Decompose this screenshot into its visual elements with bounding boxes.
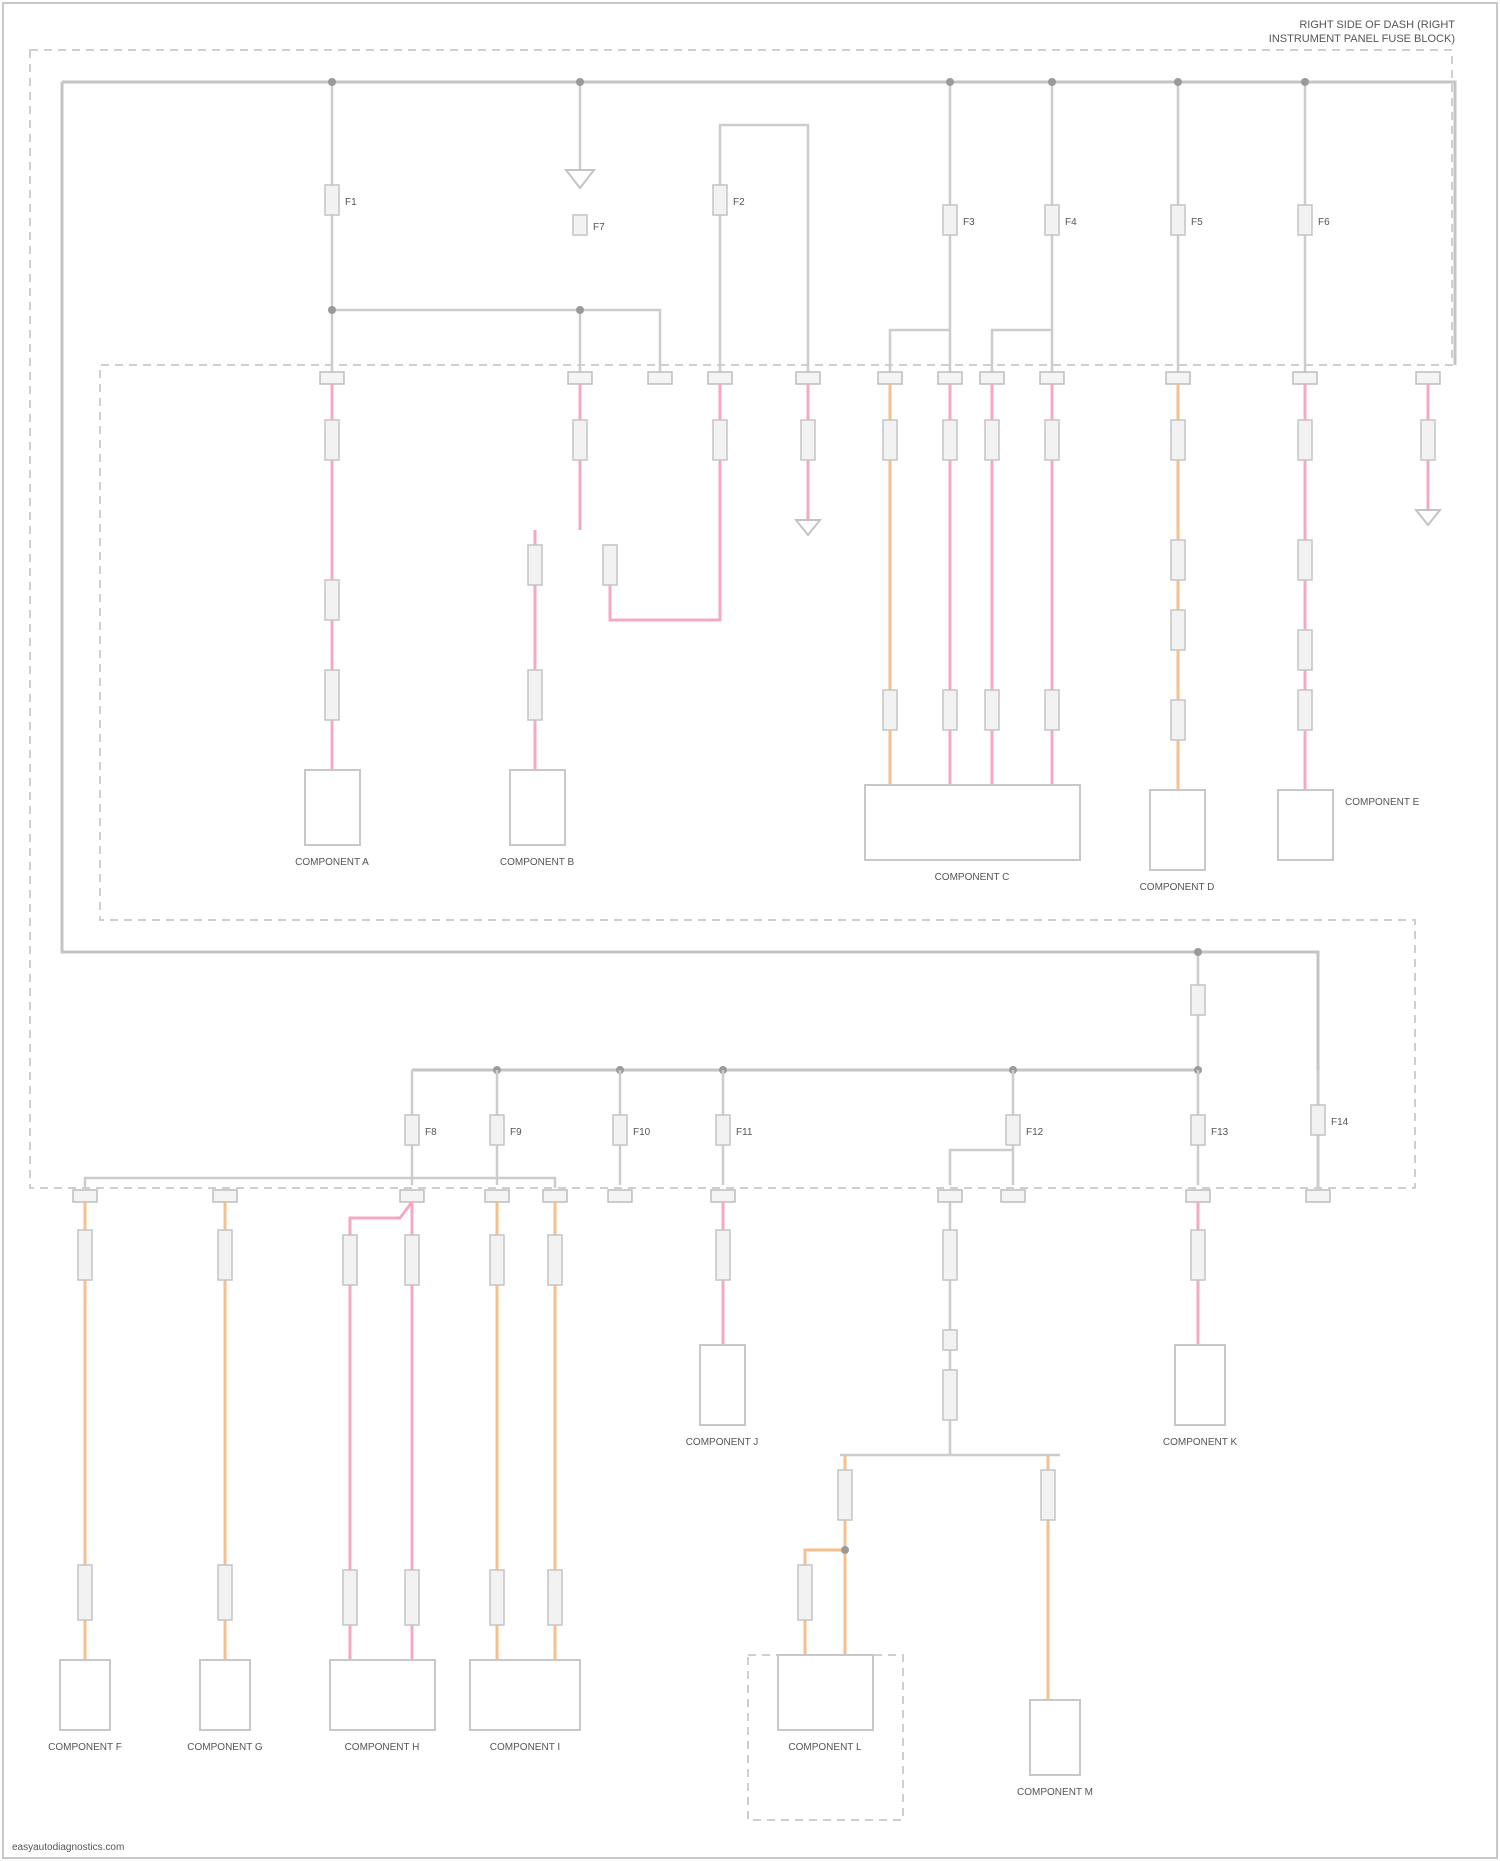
fuse-f9: F9 bbox=[490, 1115, 522, 1145]
component-d-box: COMPONENT D bbox=[1140, 790, 1215, 893]
fuse-f8: F8 bbox=[405, 1115, 437, 1145]
component-k-box: COMPONENT K bbox=[1163, 1345, 1238, 1448]
ground-symbol-808 bbox=[796, 520, 820, 535]
component-g-box: COMPONENT G bbox=[187, 1660, 263, 1753]
fuse-f4: F4 bbox=[1045, 205, 1077, 235]
fuse-block-dashed-outline bbox=[30, 50, 1452, 1188]
component-e-box: COMPONENT E bbox=[1278, 790, 1420, 860]
svg-text:F14: F14 bbox=[1331, 1117, 1349, 1128]
component-i-box: COMPONENT I bbox=[470, 1660, 580, 1753]
svg-text:COMPONENT A: COMPONENT A bbox=[295, 857, 369, 868]
top-component-boxes: COMPONENT A COMPONENT B COMPONENT C COMP… bbox=[295, 770, 1419, 893]
top-colored-wires bbox=[332, 384, 1428, 790]
svg-text:F9: F9 bbox=[510, 1127, 522, 1138]
svg-text:COMPONENT G: COMPONENT G bbox=[187, 1742, 263, 1753]
fuse-f12: F12 bbox=[1006, 1115, 1044, 1145]
fuse-f5: F5 bbox=[1171, 205, 1203, 235]
mid-fuse-symbol bbox=[1191, 985, 1205, 1015]
svg-text:COMPONENT K: COMPONENT K bbox=[1163, 1437, 1238, 1448]
component-c-box: COMPONENT C bbox=[865, 785, 1080, 883]
component-m-box: COMPONENT M bbox=[1017, 1700, 1093, 1798]
ground-symbol-1428 bbox=[1416, 510, 1440, 525]
fuse-f3: F3 bbox=[943, 205, 975, 235]
bottom-feeds bbox=[85, 1070, 1318, 1188]
fuse-f14: F14 bbox=[1311, 1105, 1349, 1135]
header-line-2: INSTRUMENT PANEL FUSE BLOCK) bbox=[1269, 33, 1455, 45]
svg-text:F13: F13 bbox=[1211, 1127, 1229, 1138]
bottom-inline-connectors bbox=[78, 1230, 1205, 1625]
component-h-box: COMPONENT H bbox=[330, 1660, 435, 1753]
svg-text:F5: F5 bbox=[1191, 217, 1203, 228]
component-a-box: COMPONENT A bbox=[295, 770, 369, 868]
svg-text:COMPONENT M: COMPONENT M bbox=[1017, 1787, 1093, 1798]
mid-bus-nodes bbox=[493, 948, 1202, 1074]
fuse-f10: F10 bbox=[613, 1115, 651, 1145]
fuse-f11: F11 bbox=[716, 1115, 753, 1145]
svg-text:F10: F10 bbox=[633, 1127, 651, 1138]
svg-text:F2: F2 bbox=[733, 197, 745, 208]
top-bus-nodes bbox=[328, 78, 1309, 314]
bottom-colored-wires bbox=[85, 1202, 1198, 1660]
footer-text: easyautodiagnostics.com bbox=[12, 1842, 124, 1853]
svg-text:F7: F7 bbox=[593, 222, 605, 233]
top-fuse-symbols: F1 F2 F3 F4 F5 F6 F7 bbox=[325, 185, 1330, 235]
svg-text:COMPONENT L: COMPONENT L bbox=[788, 1742, 862, 1753]
ground-symbol-top bbox=[566, 170, 594, 188]
bottom-connector-row bbox=[73, 1190, 1330, 1202]
svg-text:F3: F3 bbox=[963, 217, 975, 228]
top-feeds bbox=[332, 82, 1305, 375]
component-l-box: COMPONENT L bbox=[748, 1655, 903, 1820]
svg-text:COMPONENT I: COMPONENT I bbox=[490, 1742, 560, 1753]
top-connector-row bbox=[320, 372, 1440, 384]
svg-text:F11: F11 bbox=[736, 1127, 753, 1138]
fuse-f1: F1 bbox=[325, 185, 357, 215]
svg-text:COMPONENT J: COMPONENT J bbox=[686, 1437, 759, 1448]
svg-text:COMPONENT D: COMPONENT D bbox=[1140, 882, 1215, 893]
component-b-box: COMPONENT B bbox=[500, 770, 575, 868]
component-f-box: COMPONENT F bbox=[48, 1660, 122, 1753]
svg-text:COMPONENT F: COMPONENT F bbox=[48, 1742, 122, 1753]
splice-node bbox=[841, 1546, 849, 1554]
svg-text:F4: F4 bbox=[1065, 217, 1077, 228]
fuse-f6: F6 bbox=[1298, 205, 1330, 235]
fuse-f7: F7 bbox=[573, 215, 605, 235]
fuse-f13: F13 bbox=[1191, 1115, 1229, 1145]
header-line-1: RIGHT SIDE OF DASH (RIGHT bbox=[1299, 19, 1455, 31]
svg-text:F8: F8 bbox=[425, 1127, 437, 1138]
component-j-box: COMPONENT J bbox=[686, 1345, 759, 1448]
fuse-f2: F2 bbox=[713, 185, 745, 215]
svg-text:COMPONENT E: COMPONENT E bbox=[1345, 797, 1420, 808]
svg-text:COMPONENT H: COMPONENT H bbox=[345, 1742, 420, 1753]
svg-text:COMPONENT B: COMPONENT B bbox=[500, 857, 575, 868]
bottom-fuse-symbols: F8 F9 F10 F11 F12 F13 F14 bbox=[405, 1105, 1349, 1145]
svg-text:F6: F6 bbox=[1318, 217, 1330, 228]
svg-text:F12: F12 bbox=[1026, 1127, 1044, 1138]
svg-text:F1: F1 bbox=[345, 197, 357, 208]
left-vertical-feed bbox=[62, 82, 1318, 1188]
svg-text:COMPONENT C: COMPONENT C bbox=[935, 872, 1010, 883]
top-inline-connectors bbox=[325, 420, 1435, 740]
